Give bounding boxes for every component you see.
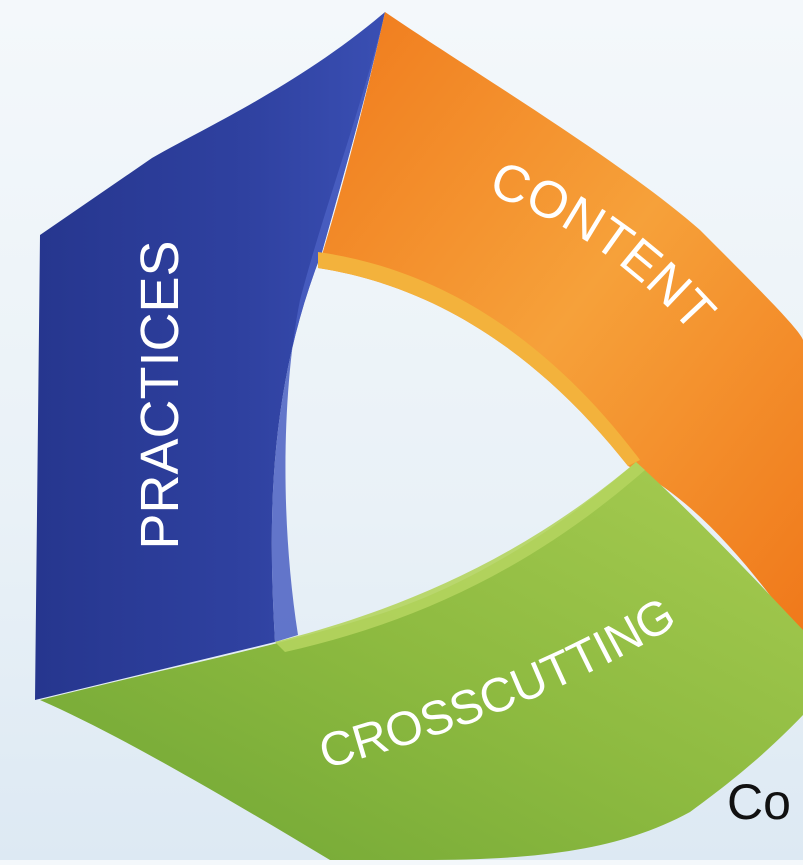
- practices-fold-edge: [271, 12, 385, 642]
- crosscutting-segment: [40, 462, 803, 860]
- caption-text: Co: [727, 774, 791, 830]
- content-inner-edge: [318, 252, 640, 466]
- practices-ribbon: [35, 12, 385, 700]
- crosscutting-top-edge: [275, 462, 645, 652]
- practices-label: PRACTICES: [130, 240, 190, 549]
- content-ribbon: [318, 12, 803, 640]
- content-segment: [318, 12, 803, 640]
- practices-segment: [35, 12, 385, 700]
- crosscutting-ribbon: [40, 462, 803, 860]
